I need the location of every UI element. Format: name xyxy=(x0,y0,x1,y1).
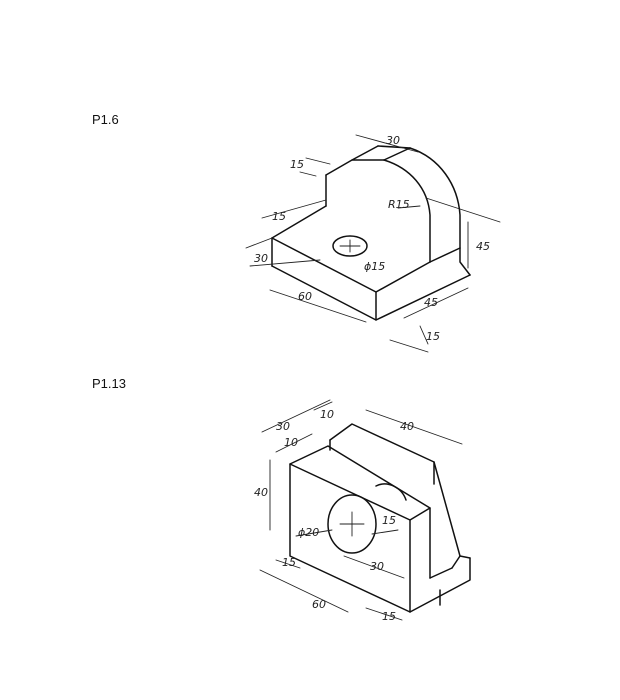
dim-15-tab: 15 xyxy=(290,158,304,171)
dim-30-bottom: 30 xyxy=(370,560,384,573)
object-outline-p1-6 xyxy=(271,145,471,321)
dim-r15: R15 xyxy=(388,198,410,211)
dim-10-top: 10 xyxy=(320,408,334,421)
dim-60: 60 xyxy=(298,290,312,303)
dim-15-bottom: 15 xyxy=(282,556,296,569)
dim-40-top: 40 xyxy=(400,420,414,433)
dim-30-top: 30 xyxy=(386,134,400,147)
dim-30-left: 30 xyxy=(254,252,268,265)
dim-45-depth: 45 xyxy=(424,296,438,309)
dim-60: 60 xyxy=(312,598,326,611)
dim-45-height: 45 xyxy=(476,240,490,253)
dim-phi20: ϕ20 xyxy=(298,526,319,539)
problem-label-p1-6: P1.6 xyxy=(92,112,119,127)
object-outline-p1-13 xyxy=(289,423,471,613)
dim-15-back: 15 xyxy=(272,210,286,223)
dimension-lines-p1-13 xyxy=(259,399,463,621)
dim-10-left: 10 xyxy=(284,436,298,449)
dim-40-height: 40 xyxy=(254,486,268,499)
dim-15-bottom: 15 xyxy=(426,330,440,343)
dimension-text-p1-6: 30 15 15 R15 30 ϕ15 60 45 45 15 xyxy=(254,134,490,343)
dimension-lines-p1-6 xyxy=(245,134,501,353)
problem-label-p1-13: P1.13 xyxy=(92,376,126,391)
dimension-text-p1-13: 30 10 10 40 40 ϕ20 15 15 30 60 15 xyxy=(254,408,414,623)
dim-15-center: 15 xyxy=(382,514,396,527)
dim-30: 30 xyxy=(276,420,290,433)
dim-phi15: ϕ15 xyxy=(364,260,385,273)
dim-15-right: 15 xyxy=(382,610,396,623)
